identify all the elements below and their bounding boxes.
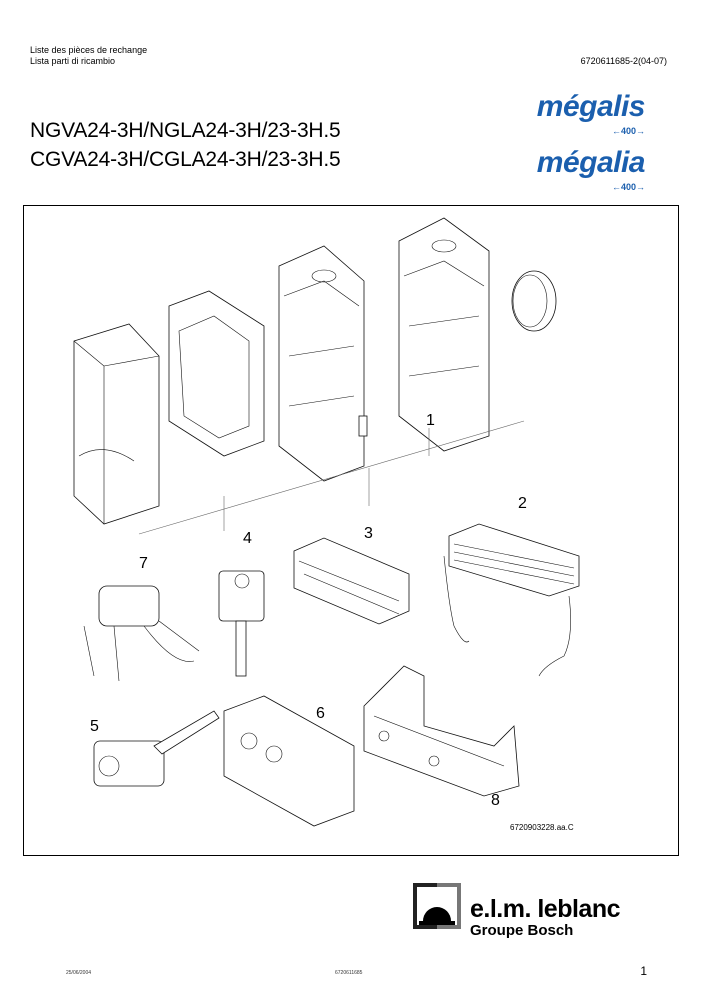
exploded-view-drawing [73, 217, 580, 827]
control-panel-drawing [223, 695, 355, 827]
exploded-view-frame: 1 2 3 4 5 6 7 8 6720903228.aa.C [23, 205, 679, 856]
diverter-valve-drawing [93, 710, 220, 787]
header-left: Liste des pièces de rechange Lista parti… [30, 45, 147, 67]
chassis-drawing [278, 245, 368, 482]
badge-400: 400 [620, 126, 636, 136]
callout-2: 2 [518, 495, 527, 512]
doc-reference: 6720611685-2(04-07) [580, 56, 667, 66]
company-name: e.l.m. leblanc [470, 895, 621, 923]
title-line-2: CGVA24-3H/CGLA24-3H/23-3H.5 [30, 148, 341, 171]
title-line-1: NGVA24-3H/NGLA24-3H/23-3H.5 [30, 119, 341, 142]
callout-5: 5 [90, 718, 99, 735]
callout-4: 4 [243, 530, 252, 547]
callout-6: 6 [316, 705, 325, 722]
header-line-it: Lista parti di ricambio [30, 56, 116, 66]
brand-megalis-badge: ←400→ [611, 126, 645, 136]
callout-7: 7 [139, 555, 148, 572]
expansion-vessel-drawing [511, 270, 557, 332]
elm-leblanc-logo-icon [413, 883, 461, 929]
chassis-assembly-drawing [398, 217, 490, 452]
callout-8: 8 [491, 792, 500, 809]
brand-megalia-badge: ←400→ [611, 182, 645, 192]
burner-drawing [293, 537, 410, 625]
brand-megalia: mégalia [536, 146, 646, 179]
front-casing-drawing [73, 323, 160, 525]
inner-cover-drawing [168, 290, 265, 457]
footer-date: 25/06/2004 [66, 970, 92, 976]
figure-reference: 6720903228.aa.C [510, 823, 574, 832]
hydraulic-frame-drawing [363, 665, 520, 797]
badge-400: 400 [620, 182, 636, 192]
footer-code: 6720611685 [335, 970, 363, 976]
callout-1: 1 [426, 412, 435, 429]
group-name: Groupe Bosch [470, 922, 574, 939]
document-title: NGVA24-3H/NGLA24-3H/23-3H.5 CGVA24-3H/CG… [30, 116, 341, 174]
brand-megalis: mégalis [536, 90, 646, 123]
header-line-fr: Liste des pièces de rechange [30, 45, 148, 55]
gas-valve-drawing [218, 570, 265, 677]
page-number: 1 [640, 964, 647, 978]
hydraulic-block-drawing [83, 585, 200, 682]
heat-exchanger-drawing [443, 523, 580, 677]
callout-3: 3 [364, 525, 373, 542]
